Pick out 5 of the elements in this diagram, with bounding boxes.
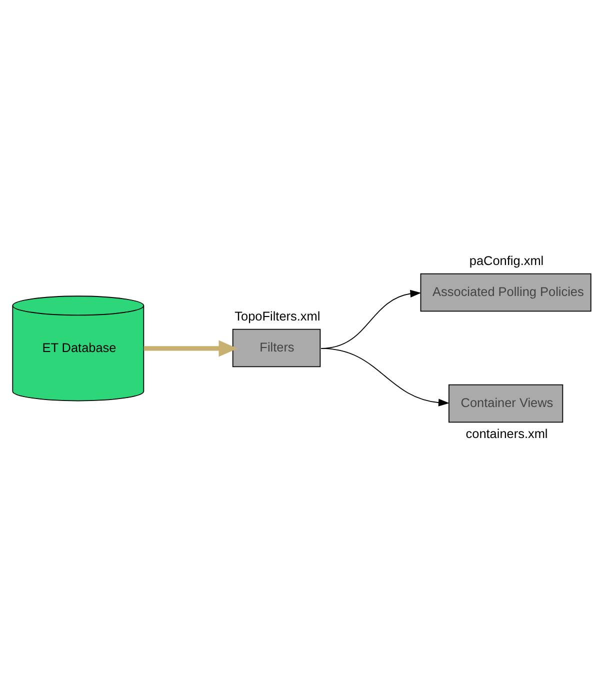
arrow [320, 348, 450, 406]
node-label: paConfig.xml [469, 252, 544, 268]
arrow [144, 340, 238, 357]
node-label: containers.xml [466, 426, 548, 441]
node-label: TopoFilters.xml [234, 308, 320, 324]
